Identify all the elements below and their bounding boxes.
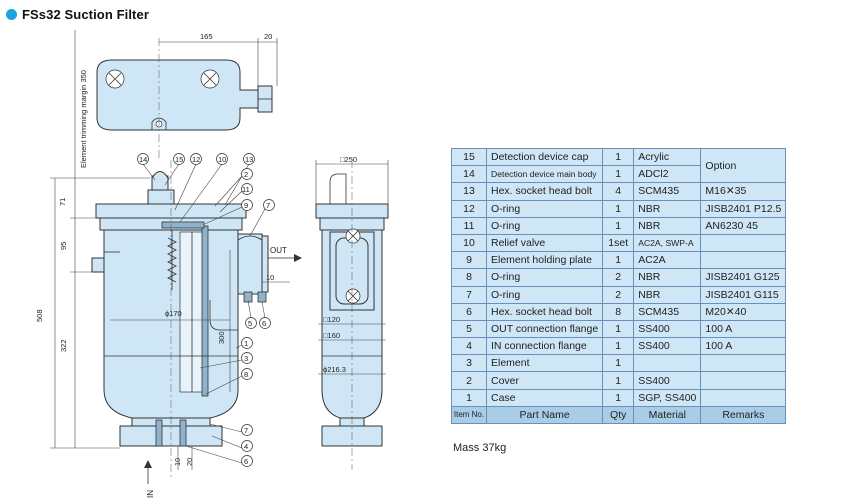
callout-11: 11 [242, 185, 250, 194]
top-view: 165 20 [96, 32, 278, 160]
callout-8: 8 [244, 370, 248, 379]
mass-note: Mass 37kg [453, 442, 507, 454]
in-label: IN [146, 490, 155, 498]
callout-6: 6 [262, 319, 266, 328]
callout-10: 10 [218, 155, 226, 164]
bullet-icon [6, 8, 17, 20]
table-row: 12 O-ring 1 NBR JISB2401 P12.5 [451, 199, 787, 218]
callouts-top: 14 15 12 10 13 [137, 153, 255, 223]
callout-2: 2 [244, 170, 248, 179]
callout-1: 1 [244, 339, 248, 348]
callout-12: 12 [192, 155, 200, 164]
page-title: FSs32 Suction Filter [6, 5, 149, 23]
callout-15: 15 [175, 155, 183, 164]
dim-508: 508 [35, 309, 44, 322]
table-row: 8 O-ring 2 NBR JISB2401 G125 [451, 268, 787, 287]
dim-sq120: □120 [323, 315, 340, 324]
table-header: Item No. Part Name Qty Material Remarks [451, 405, 787, 425]
side-view: □250 □120 □160 ϕ216.3 [315, 155, 389, 470]
table-row: 1 Case 1 SGP, SS400 [451, 388, 787, 407]
callout-4: 4 [244, 442, 248, 451]
callout-7b: 7 [244, 426, 248, 435]
callout-9: 9 [244, 201, 248, 210]
callouts-mid: 5 6 [245, 299, 271, 329]
table-row: 5 OUT connection flange 1 SS400 100 A [451, 319, 787, 339]
table-row: 4 IN connection flange 1 SS400 100 A [451, 337, 787, 356]
callout-3: 3 [244, 354, 248, 363]
callouts-right: 2 11 9 7 [204, 168, 275, 237]
table-row: 3 Element 1 [451, 354, 787, 373]
dim-10a: 10 [266, 273, 274, 282]
callout-7: 7 [266, 201, 270, 210]
dim-71: 71 [58, 198, 67, 206]
callout-5: 5 [248, 319, 252, 328]
dim-phi2163: ϕ216.3 [323, 365, 346, 374]
table-row: 7 O-ring 2 NBR JISB2401 G115 [451, 285, 787, 304]
callout-6b: 6 [244, 457, 248, 466]
table-row: 10 Relief valve 1set AC2A, SWP-A [451, 233, 787, 253]
title-text: FSs32 Suction Filter [22, 6, 149, 22]
dim-sq160: □160 [323, 331, 340, 340]
out-label: OUT [270, 246, 287, 255]
dim-margin: Element trimming margin 350 [79, 70, 88, 168]
table-row: 11 O-ring 1 NBR AN6230 45 [451, 216, 787, 235]
callout-13: 13 [245, 155, 253, 164]
parts-table: 15 Detection device cap 1 Acrylic Option… [451, 147, 787, 425]
front-view: IN OUT 508 71 95 322 Element trimming ma… [35, 30, 302, 498]
dim-95: 95 [59, 242, 68, 250]
callouts-lower: 1 3 8 [199, 337, 253, 395]
dim-20: 20 [264, 32, 272, 41]
callout-14: 14 [139, 155, 147, 164]
table-row: 2 Cover 1 SS400 [451, 371, 787, 390]
dim-sq250: □250 [340, 155, 357, 164]
table-row: 6 Hex. socket head bolt 8 SCM435 M20✕40 [451, 302, 787, 321]
option-cell: Option [700, 147, 787, 184]
dim-10b: 10 [173, 458, 182, 466]
dim-300: 300 [217, 331, 226, 344]
table-row: 9 Element holding plate 1 AC2A [451, 251, 787, 270]
table-row: 13 Hex. socket head bolt 4 SCM435 M16✕35 [451, 182, 787, 201]
dim-165: 165 [200, 32, 213, 41]
dim-20b: 20 [185, 458, 194, 466]
table-row: 15 Detection device cap 1 Acrylic Option [451, 147, 787, 184]
callouts-bottom: 7 4 6 [185, 423, 253, 467]
dim-phi170: ϕ170 [165, 309, 182, 318]
dim-322: 322 [59, 339, 68, 352]
